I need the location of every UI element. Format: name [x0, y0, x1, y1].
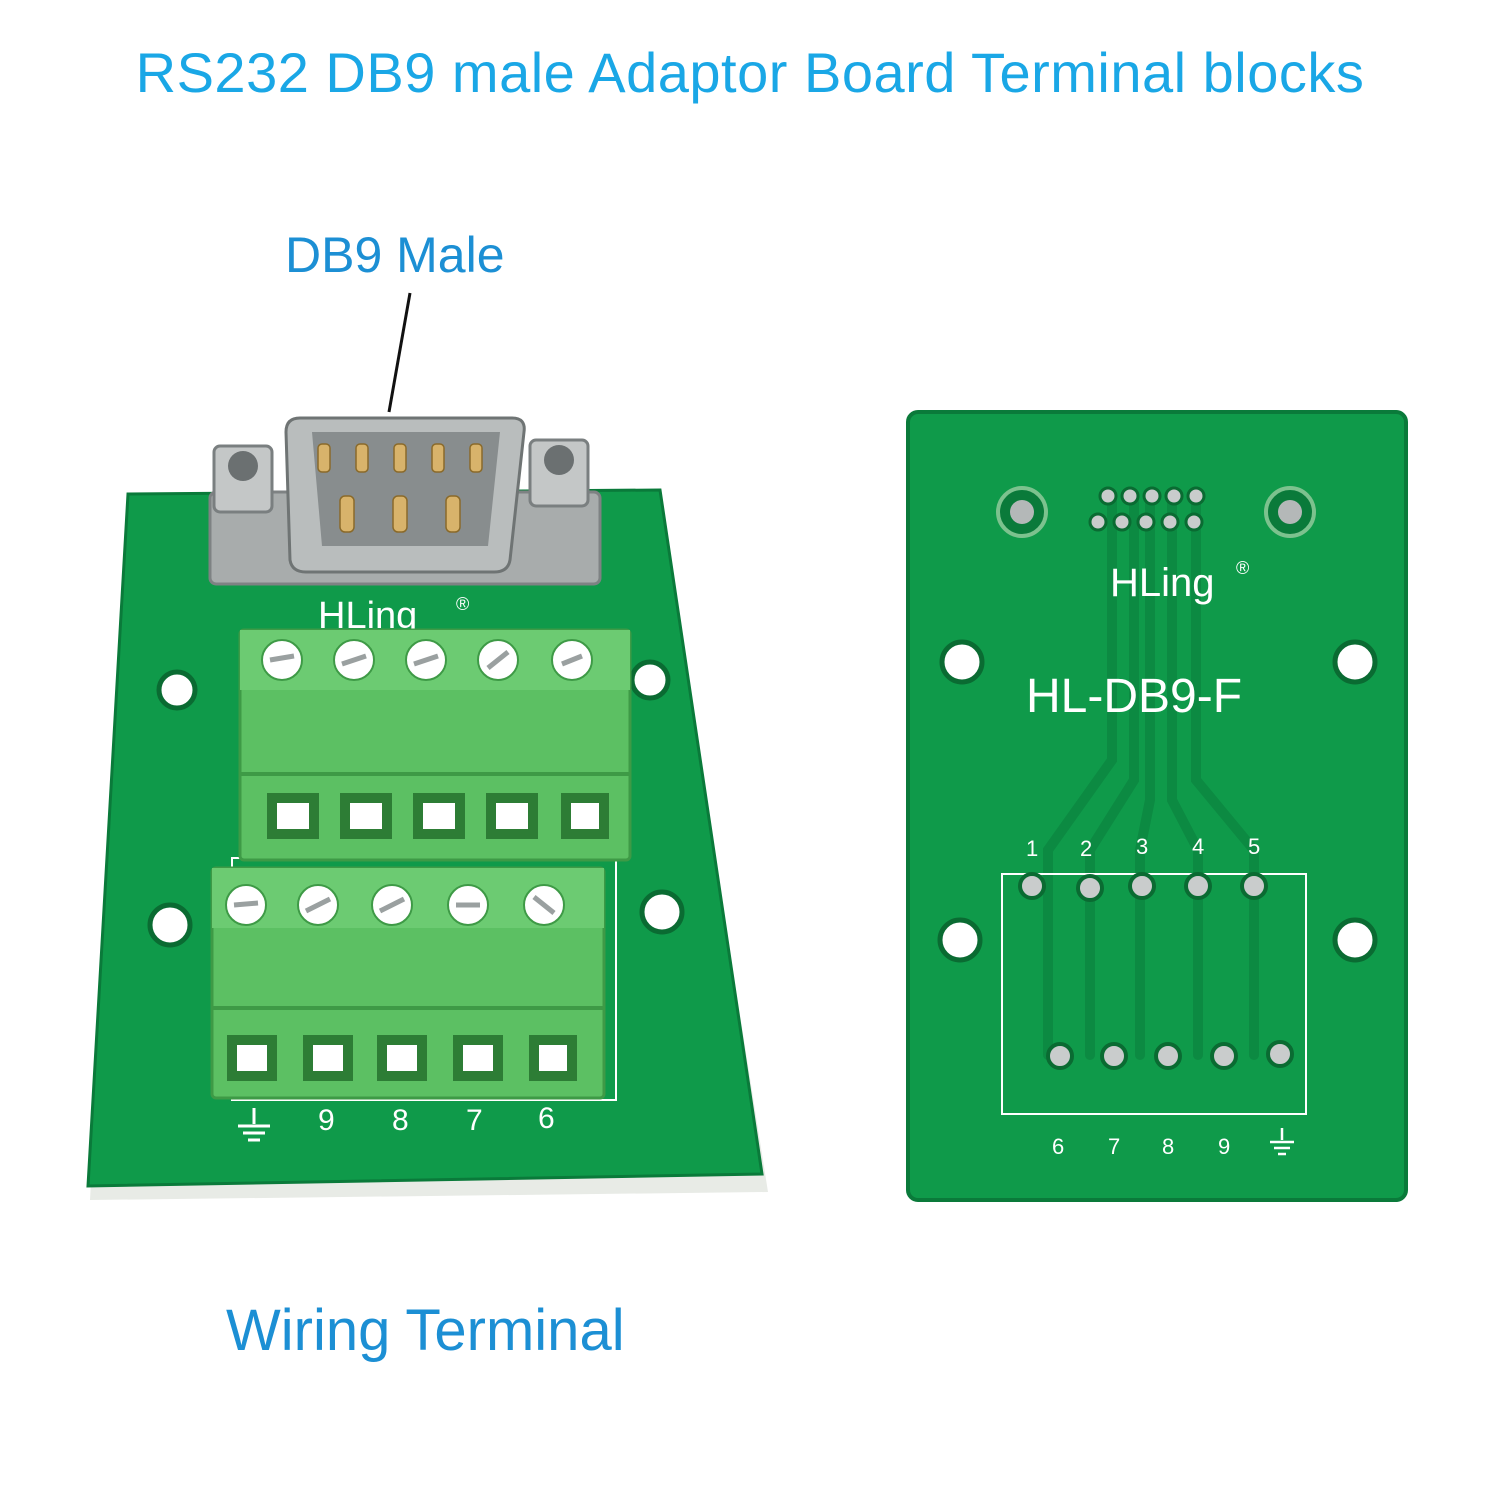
back-brand-text: HLing [1110, 561, 1215, 605]
front-pin-label: 9 [318, 1104, 335, 1137]
back-ground-symbol [1270, 1128, 1294, 1156]
db9-leader-line [387, 292, 412, 413]
terminal-block-lower [210, 866, 606, 1100]
back-pin-label: 6 [1052, 1134, 1064, 1159]
back-registered-mark: ® [1236, 558, 1249, 578]
mount-hole [1332, 917, 1378, 963]
front-pin-label: 8 [392, 1104, 409, 1137]
front-pin-label: 6 [538, 1102, 555, 1135]
back-pin-label: 8 [1162, 1134, 1174, 1159]
mount-hole [147, 902, 193, 948]
front-ground-symbol [238, 1108, 270, 1142]
back-silk-outline [1001, 873, 1307, 1115]
db9-male-label: DB9 Male [285, 227, 505, 283]
mount-hole [1332, 639, 1378, 685]
terminal-block-upper [238, 628, 632, 862]
back-model-text: HL-DB9-F [1026, 670, 1242, 723]
db9-connector [208, 416, 602, 586]
front-registered-mark: ® [456, 594, 469, 614]
back-board: HLing ® HL-DB9-F 1 2 3 4 5 6 7 8 9 [906, 410, 1408, 1202]
mount-hole [629, 659, 671, 701]
mount-hole [156, 669, 198, 711]
mount-hole [937, 917, 983, 963]
back-pcb [906, 410, 1408, 1202]
page-title: RS232 DB9 male Adaptor Board Terminal bl… [135, 41, 1365, 104]
back-pin-label: 3 [1136, 834, 1148, 859]
mount-hole [939, 639, 985, 685]
front-pin-label: 7 [466, 1104, 483, 1137]
front-board: HLing ® [86, 416, 768, 1200]
back-pin-label: 2 [1080, 836, 1092, 861]
back-pin-label: 5 [1248, 834, 1260, 859]
back-pin-label: 4 [1192, 834, 1204, 859]
mount-hole [639, 889, 685, 935]
back-pin-label: 1 [1026, 836, 1038, 861]
wiring-terminal-label: Wiring Terminal [226, 1298, 625, 1363]
back-pin-label: 9 [1218, 1134, 1230, 1159]
back-pin-label: 7 [1108, 1134, 1120, 1159]
